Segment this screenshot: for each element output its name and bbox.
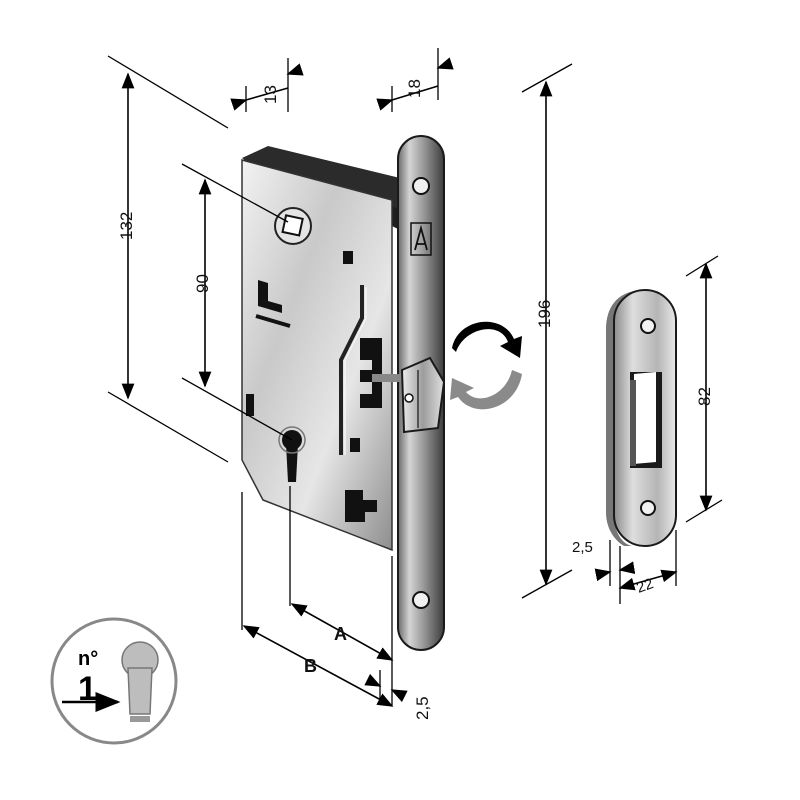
- dim-196: 196: [535, 300, 554, 328]
- body-small-slot-lower: [246, 394, 254, 416]
- strike-latch-opening-inner: [634, 372, 656, 464]
- dim-18: 18: [405, 79, 424, 98]
- lock-body-side-plate: [241, 159, 393, 552]
- strike-screw-top: [640, 318, 656, 334]
- strike-plate-back-edge: [606, 290, 640, 546]
- strike-latch-lip: [630, 380, 636, 466]
- body-slot: [343, 251, 353, 264]
- internal-spring-highlight: [344, 287, 367, 455]
- strike-screw-bottom: [640, 500, 656, 516]
- keyhole-icon: [121, 641, 159, 722]
- latch-guide: [350, 438, 360, 452]
- body-l-mark-upper: [258, 280, 282, 313]
- faceplate-logo-mark: [410, 222, 432, 256]
- dim-label-b: B: [304, 656, 317, 676]
- latch-bolt: [372, 356, 446, 434]
- dim-2-5-front: 2,5: [413, 696, 432, 720]
- badge-number: 1: [78, 670, 97, 708]
- key-type-badge: n° 1: [50, 617, 178, 745]
- faceplate-logo-glyph: [414, 224, 428, 251]
- faceplate-screw-bottom: [412, 591, 430, 609]
- dim-22: 22: [634, 575, 655, 597]
- faceplate-screw-top: [412, 177, 430, 195]
- dim-13: 13: [261, 85, 280, 104]
- latch-mechanism: [360, 338, 382, 408]
- reversible-latch-rotate-icon: [450, 321, 522, 410]
- strike-plate: [606, 289, 677, 547]
- body-l-mark-lower: [345, 490, 377, 522]
- dim-label-a: A: [334, 624, 347, 644]
- dim-2-5-strike: 2,5: [572, 539, 593, 556]
- badge-prefix: n°: [78, 648, 98, 670]
- internal-spring: [339, 285, 364, 455]
- dim-82: 82: [695, 387, 714, 406]
- dimension-lines: [107, 48, 723, 707]
- dimension-labels: 13 18 132 90 196 82 2,5 22 A B 2,5: [117, 79, 714, 720]
- dim-132: 132: [117, 212, 136, 240]
- body-line-upper: [255, 314, 291, 328]
- dim-90: 90: [193, 274, 212, 293]
- lock-body: [241, 146, 400, 552]
- follower-square-hole: [281, 214, 304, 237]
